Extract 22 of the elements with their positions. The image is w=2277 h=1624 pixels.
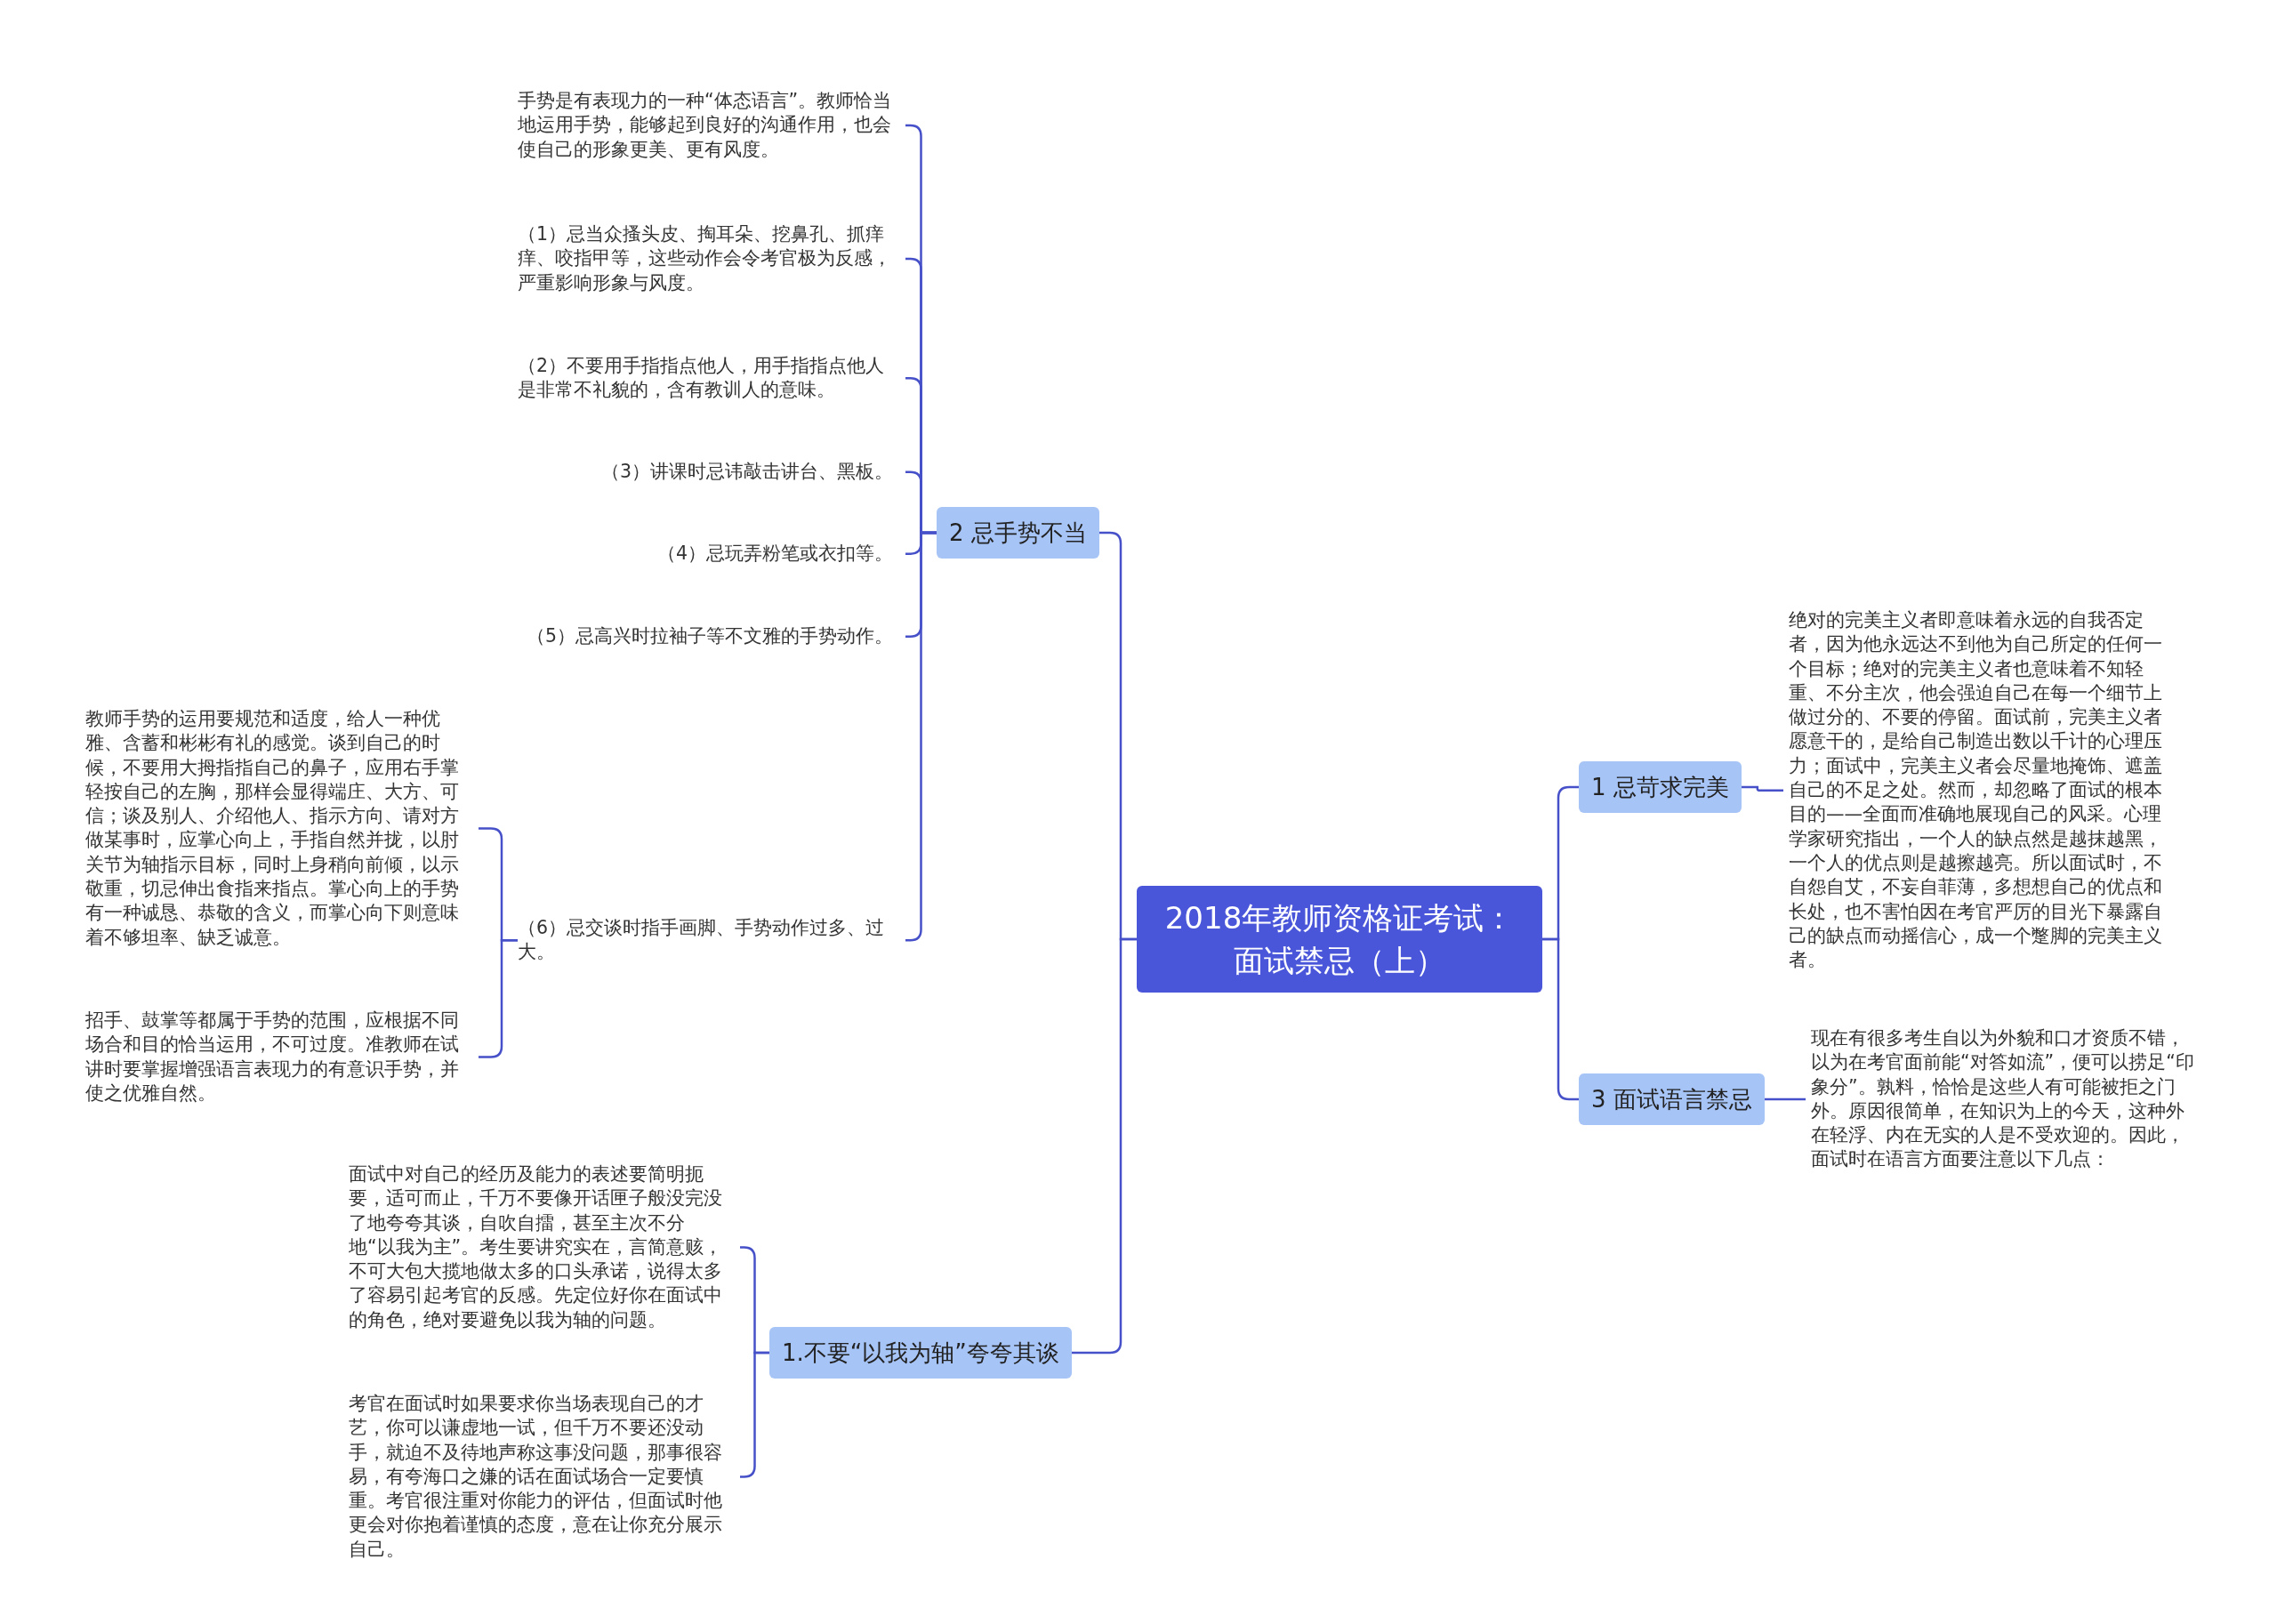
- note-text: （4）忌玩弄粉笔或衣扣等。: [518, 542, 905, 567]
- connector-line: [1071, 937, 1137, 1355]
- note-text: 面试中对自己的经历及能力的表述要简明扼要，适可而止，千万不要像开话匣子般没完没了地夸夸其谈，自吹自擂，甚至主次不分地“以我为主”。考生要讲究实在，言简意赅，不可大包大揽地做太多的口头承诺，说得太多了容易引起考官的反感。先定位好你在面试中的角色，绝对要避免以我为轴的问题。: [349, 1162, 740, 1333]
- branch-box: 1 忌苛求完美: [1579, 761, 1742, 813]
- note-text: 招手、鼓掌等都属于手势的范围，应根据不同场合和目的恰当运用，不可过度。准教师在试讲时要掌握增强语言表现力的有意识手势，并使之优雅自然。: [85, 1009, 479, 1106]
- branch-box: 1.不要“以我为轴”夸夸其谈: [769, 1327, 1072, 1379]
- topic-box: 2018年教师资格证考试：面试禁忌（上）: [1137, 886, 1542, 993]
- connector-line: [1542, 937, 1579, 1101]
- note-text: 教师手势的运用要规范和适度，给人一种优雅、含蓄和彬彬有礼的感觉。谈到自己的时候，不要用大拇指指自己的鼻子，应用右手掌轻按自己的左胸，那样会显得端庄、大方、可信；谈及别人、介绍他人、指示方向、请对方做某事时，应掌心向上，手指自然并拢，以肘关节为轴指示目标，同时上身稍向前倾，以示敬重，切忌伸出食指来指点。掌心向上的手势有一种诚恳、恭敬的含义，而掌心向下则意味着不够坦率、缺乏诚意。: [85, 707, 479, 950]
- note-text: （5）忌高兴时拉袖子等不文雅的手势动作。: [518, 624, 905, 649]
- note-text: 考官在面试时如果要求你当场表现自己的才艺，你可以谦虚地一试，但千万不要还没动手，就迫不及待地声称这事没问题，那事很容易，有夸海口之嫌的话在面试场合一定要慎重。考官很注重对你能力的评估，但面试时他更会对你抱着谨慎的态度，意在让你充分展示自己。: [349, 1392, 740, 1563]
- note-text: 现在有很多考生自以为外貌和口才资质不错，以为在考官面前能“对答如流”，便可以捞足“印象分”。孰料，恰恰是这些人有可能被拒之门外。原因很简单，在知识为上的今天，这种外在轻浮、内在无实的人是不受欢迎的。因此，面试时在语言方面要注意以下几点：: [1806, 1026, 2197, 1172]
- connector-line: [1741, 785, 1783, 792]
- branch-box: 2 忌手势不当: [937, 507, 1099, 559]
- connector-line: [1764, 1097, 1806, 1101]
- note-text: （1）忌当众搔头皮、掏耳朵、挖鼻孔、抓痒痒、咬指甲等，这些动作会令考官极为反感，严重影响形象与风度。: [518, 222, 905, 295]
- note-text: （6）忌交谈时指手画脚、手势动作过多、过大。: [518, 916, 905, 965]
- branch-box: 3 面试语言禁忌: [1579, 1073, 1765, 1125]
- note-text: 手势是有表现力的一种“体态语言”。教师恰当地运用手势，能够起到良好的沟通作用，也会使自己的形象更美、更有风度。: [518, 89, 905, 162]
- note-text: （2）不要用手指指点他人，用手指指点他人是非常不礼貌的，含有教训人的意味。: [518, 354, 905, 403]
- note-text: （3）讲课时忌讳敲击讲台、黑板。: [518, 460, 905, 485]
- note-text: 绝对的完美主义者即意味着永远的自我否定者，因为他永远达不到他为自己所定的任何一个目标；绝对的完美主义者也意味着不知轻重、不分主次，他会强迫自己在每一个细节上做过分的、不要的停留。面试前，完美主义者愿意干的，是给自己制造出数以千计的心理压力；面试中，完美主义者会尽量地掩饰、遮盖自己的不足之处。然而，却忽略了面试的根本目的——全面而准确地展现自己的风采。心理学家研究指出，一个人的缺点然是越抹越黑，一个人的优点则是越擦越亮。所以面试时，不自怨自艾，不妄自菲薄，多想想自己的优点和长处，也不害怕因在考官严厉的目光下暴露自己的缺点而动摇信心，成一个蹩脚的完美主义者。: [1783, 608, 2175, 973]
